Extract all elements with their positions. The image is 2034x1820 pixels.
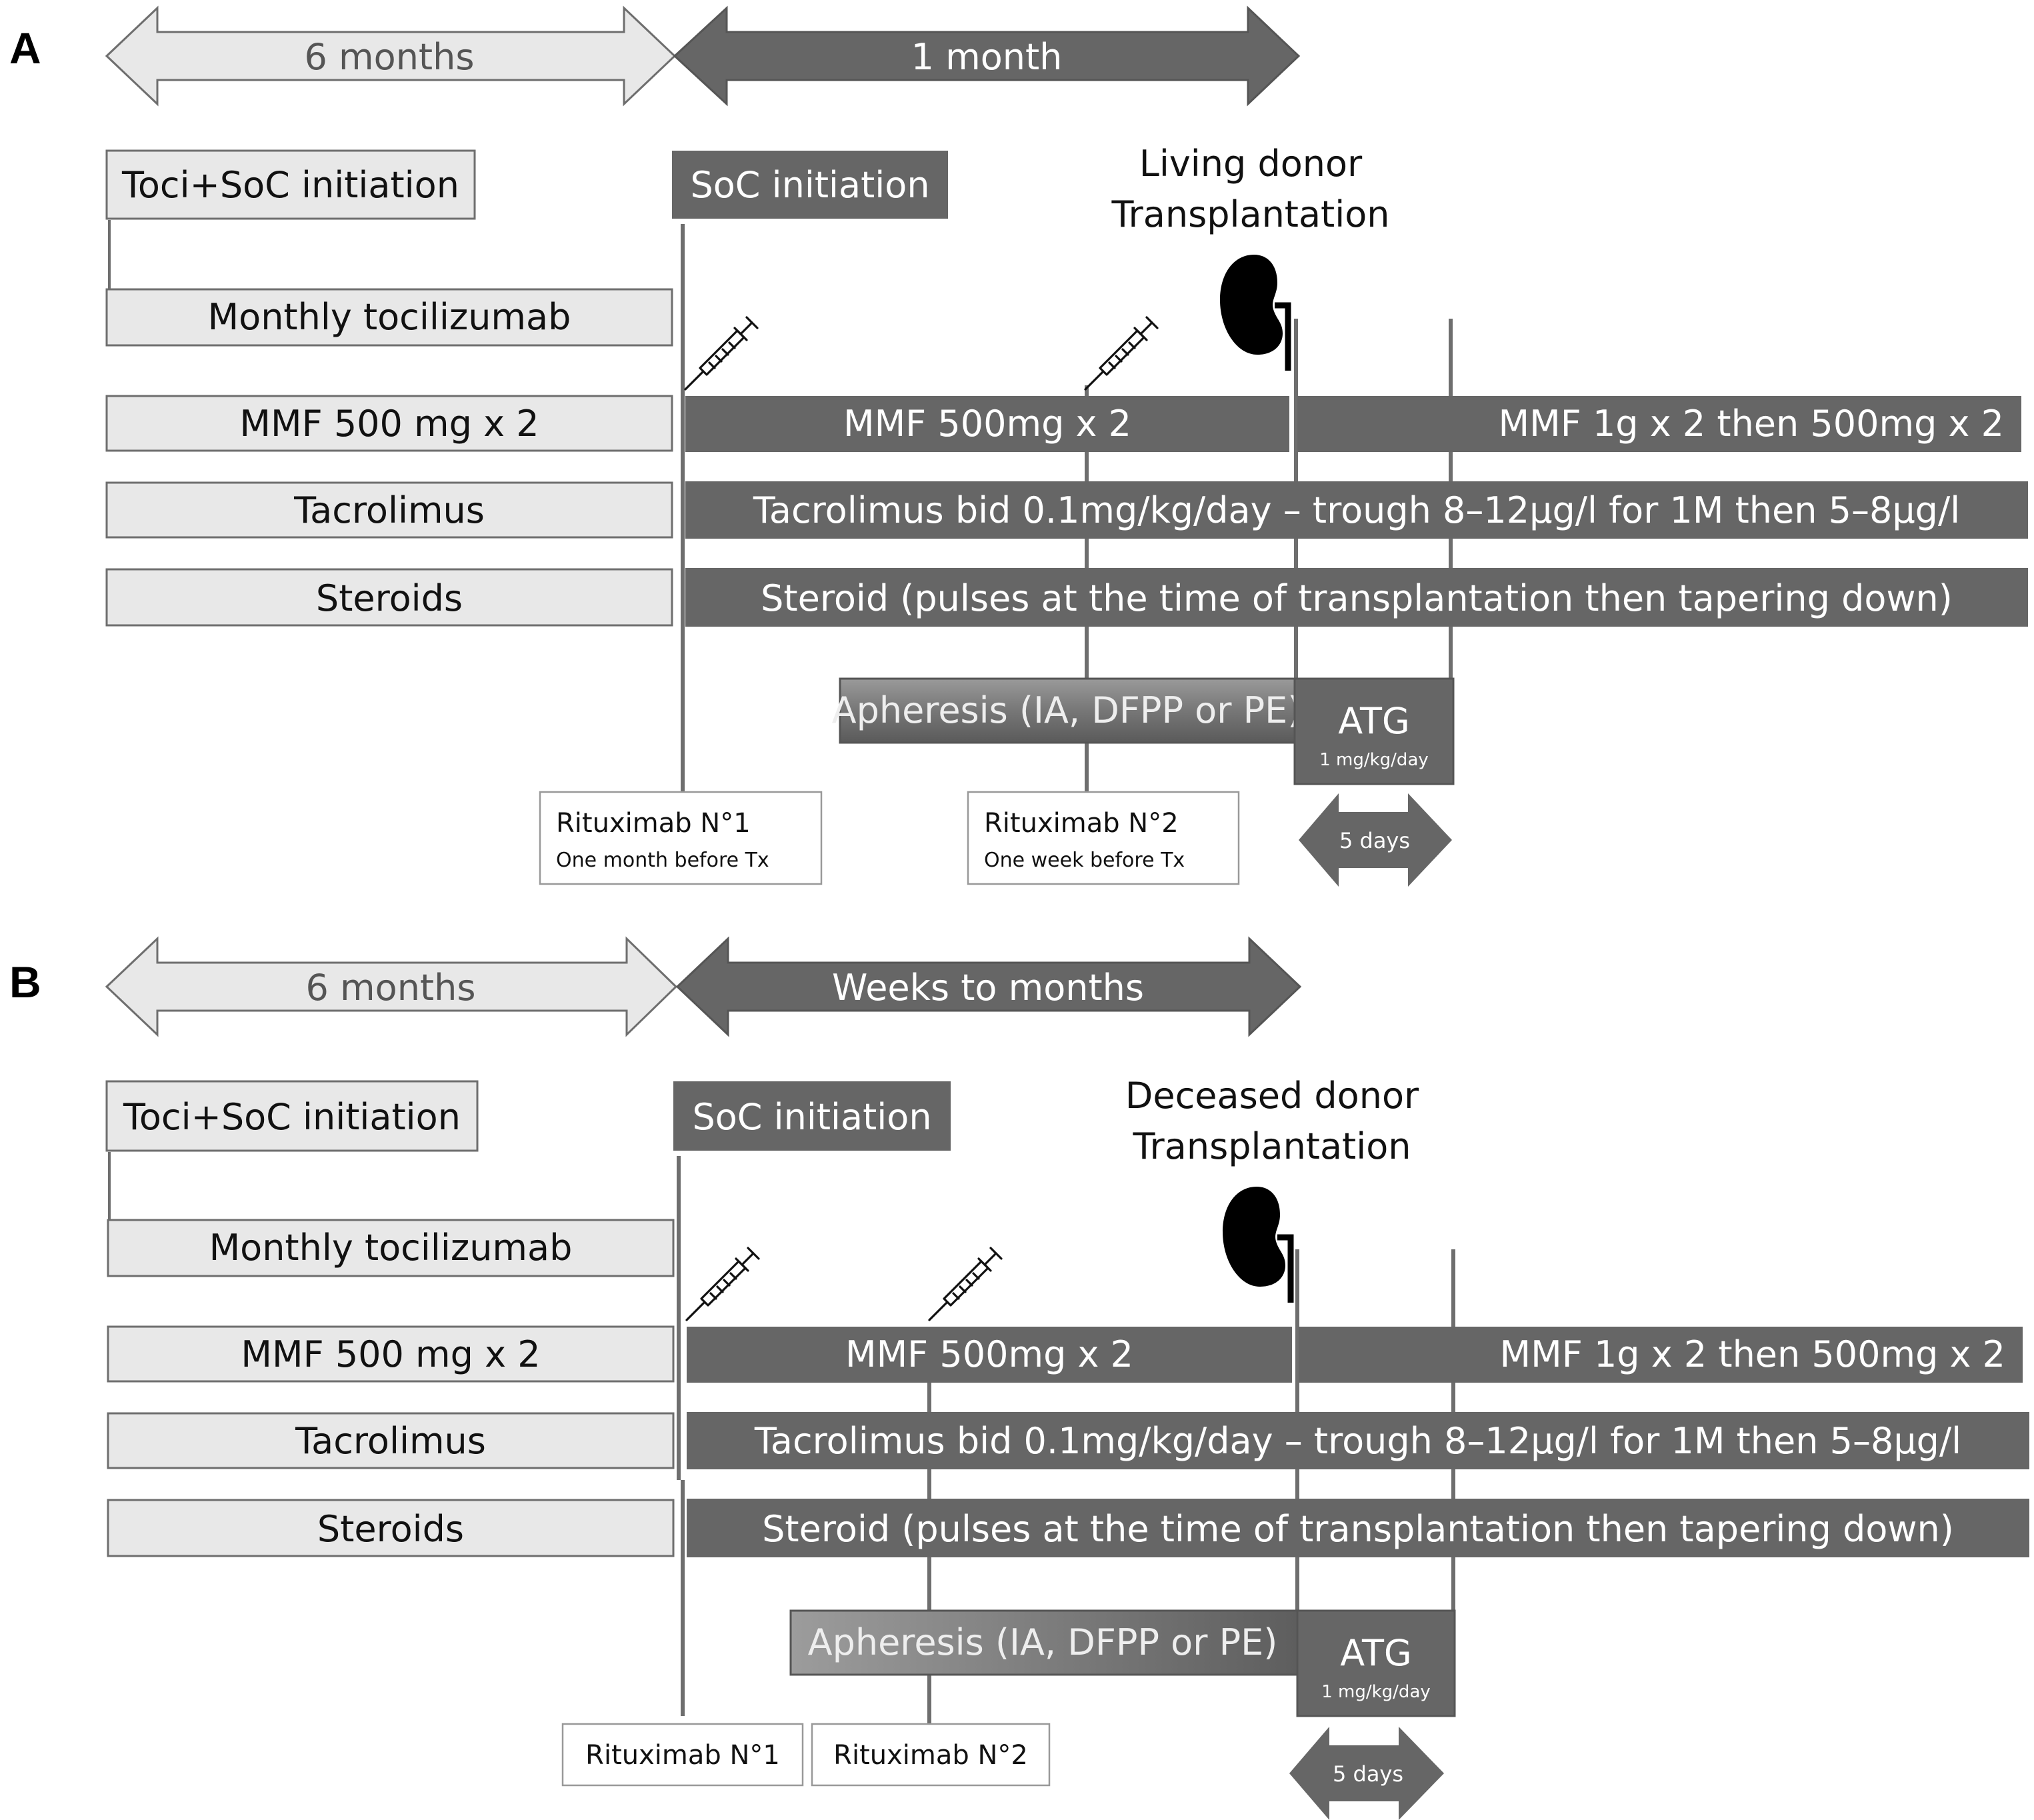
steroid-bar: Steroid (pulses at the time of transplan… (685, 568, 2028, 627)
atg-box: ATG 1 mg/kg/day (1293, 677, 1455, 785)
tacrolimus-bar: Tacrolimus bid 0.1mg/kg/day – trough 8–1… (687, 1412, 2029, 1469)
five-days-arrow: 5 days (1299, 793, 1452, 887)
period-label: 1 month (911, 36, 1063, 78)
mmf-bar-pre: MMF 500mg x 2 (687, 1327, 1292, 1383)
svg-text:5 days: 5 days (1333, 1761, 1403, 1787)
period-arrow-left: 6 months (105, 936, 678, 1037)
monthly-tocilizumab-box: Monthly tocilizumab (105, 288, 673, 347)
svg-text:ATG: ATG (1340, 1632, 1412, 1674)
atg-box: ATG 1 mg/kg/day (1296, 1609, 1456, 1717)
svg-text:Living donor: Living donor (1139, 143, 1363, 185)
mmf-bar-pre: MMF 500mg x 2 (685, 396, 1289, 452)
svg-text:SoC initiation: SoC initiation (690, 164, 929, 206)
svg-text:Rituximab N°1: Rituximab N°1 (585, 1740, 780, 1771)
toci-soc-initiation-box: Toci+SoC initiation (105, 149, 476, 220)
svg-text:5 days: 5 days (1339, 828, 1410, 853)
panel-b: B 6 months Weeks to months Toci+SoC init… (9, 936, 2029, 1820)
svg-text:Steroids: Steroids (316, 577, 463, 619)
svg-text:SoC initiation: SoC initiation (692, 1096, 931, 1138)
rituximab-1-box: Rituximab N°1 (561, 1723, 804, 1787)
tacrolimus-bar: Tacrolimus bid 0.1mg/kg/day – trough 8–1… (685, 481, 2028, 539)
soc-initiation-box: SoC initiation (672, 151, 948, 219)
svg-text:Steroid (pulses at the time of: Steroid (pulses at the time of transplan… (761, 577, 1953, 619)
svg-text:Deceased donor: Deceased donor (1125, 1075, 1419, 1117)
svg-text:Rituximab N°2: Rituximab N°2 (984, 808, 1179, 839)
period-arrow-right: Weeks to months (675, 936, 1302, 1037)
soc-initiation-box: SoC initiation (673, 1081, 951, 1151)
panel-letter: A (9, 23, 41, 73)
mmf-bar-post: MMF 1g x 2 then 500mg x 2 (1297, 396, 2021, 452)
monthly-tocilizumab-box: Monthly tocilizumab (107, 1219, 675, 1277)
panel-a: A 6 months 1 month Toci+SoC initiation S… (9, 5, 2028, 887)
svg-text:Transplantation: Transplantation (1133, 1125, 1411, 1167)
svg-text:MMF 1g x 2 then 500mg x 2: MMF 1g x 2 then 500mg x 2 (1499, 403, 2004, 445)
svg-text:Steroids: Steroids (317, 1508, 464, 1550)
svg-text:Apheresis (IA, DFPP or PE): Apheresis (IA, DFPP or PE) (808, 1621, 1278, 1663)
svg-text:Tacrolimus bid 0.1mg/kg/day –: Tacrolimus bid 0.1mg/kg/day – trough 8–1… (754, 1420, 1961, 1462)
svg-text:Transplantation: Transplantation (1111, 193, 1390, 235)
five-days-arrow: 5 days (1289, 1727, 1444, 1820)
period-label: 6 months (306, 967, 476, 1009)
mmf-label-box: MMF 500 mg x 2 (105, 395, 673, 452)
svg-text:One week before Tx: One week before Tx (984, 849, 1185, 872)
toci-soc-initiation-box: Toci+SoC initiation (105, 1080, 479, 1152)
syringe-icon (684, 316, 759, 391)
kidney-icon (1220, 255, 1288, 371)
svg-text:MMF 500 mg x 2: MMF 500 mg x 2 (239, 403, 539, 445)
transplantation-label: Deceased donor Transplantation (1125, 1075, 1419, 1167)
period-label: Weeks to months (832, 967, 1144, 1009)
svg-text:MMF 500mg x 2: MMF 500mg x 2 (845, 1333, 1133, 1375)
svg-text:Monthly tocilizumab: Monthly tocilizumab (208, 296, 571, 338)
svg-text:Rituximab N°2: Rituximab N°2 (833, 1740, 1028, 1771)
svg-text:Monthly tocilizumab: Monthly tocilizumab (209, 1227, 573, 1269)
tacrolimus-label-box: Tacrolimus (107, 1412, 675, 1469)
period-arrow-right: 1 month (673, 5, 1301, 107)
svg-text:ATG: ATG (1338, 700, 1410, 742)
period-label: 6 months (305, 36, 475, 78)
rituximab-2-box: Rituximab N°2 (811, 1723, 1051, 1787)
svg-text:1 mg/kg/day: 1 mg/kg/day (1319, 750, 1429, 770)
period-arrow-left: 6 months (105, 5, 677, 107)
svg-text:Apheresis (IA, DFPP or PE): Apheresis (IA, DFPP or PE) (832, 689, 1302, 731)
svg-text:Tacrolimus bid 0.1mg/kg/day –: Tacrolimus bid 0.1mg/kg/day – trough 8–1… (753, 489, 1960, 531)
syringe-icon (1084, 316, 1159, 391)
svg-text:Tacrolimus: Tacrolimus (295, 1420, 486, 1462)
tacrolimus-label-box: Tacrolimus (105, 481, 673, 539)
steroids-label-box: Steroids (105, 568, 673, 627)
svg-text:Steroid (pulses at the time of: Steroid (pulses at the time of transplan… (762, 1508, 1954, 1550)
rituximab-1-box: Rituximab N°1 One month before Tx (539, 791, 823, 885)
steroid-bar: Steroid (pulses at the time of transplan… (687, 1499, 2029, 1557)
transplantation-label: Living donor Transplantation (1111, 143, 1390, 235)
svg-text:Toci+SoC initiation: Toci+SoC initiation (121, 164, 459, 206)
svg-text:MMF 500mg x 2: MMF 500mg x 2 (843, 403, 1131, 445)
rituximab-2-box: Rituximab N°2 One week before Tx (967, 791, 1240, 885)
mmf-label-box: MMF 500 mg x 2 (107, 1325, 675, 1383)
svg-text:One month before Tx: One month before Tx (556, 849, 769, 872)
svg-text:MMF 1g x 2 then 500mg x 2: MMF 1g x 2 then 500mg x 2 (1500, 1333, 2005, 1375)
steroids-label-box: Steroids (107, 1499, 675, 1557)
apheresis-bar: Apheresis (IA, DFPP or PE) (832, 677, 1302, 744)
svg-text:1 mg/kg/day: 1 mg/kg/day (1321, 1682, 1431, 1702)
kidney-icon (1223, 1187, 1291, 1303)
panel-letter: B (9, 957, 41, 1007)
syringe-icon (928, 1247, 1003, 1321)
svg-text:Toci+SoC initiation: Toci+SoC initiation (123, 1096, 461, 1138)
svg-text:MMF 500 mg x 2: MMF 500 mg x 2 (241, 1333, 540, 1375)
svg-text:Rituximab N°1: Rituximab N°1 (556, 808, 751, 839)
apheresis-bar: Apheresis (IA, DFPP or PE) (789, 1609, 1299, 1676)
mmf-bar-post: MMF 1g x 2 then 500mg x 2 (1299, 1327, 2023, 1383)
svg-text:Tacrolimus: Tacrolimus (293, 489, 485, 531)
syringe-icon (685, 1247, 760, 1321)
